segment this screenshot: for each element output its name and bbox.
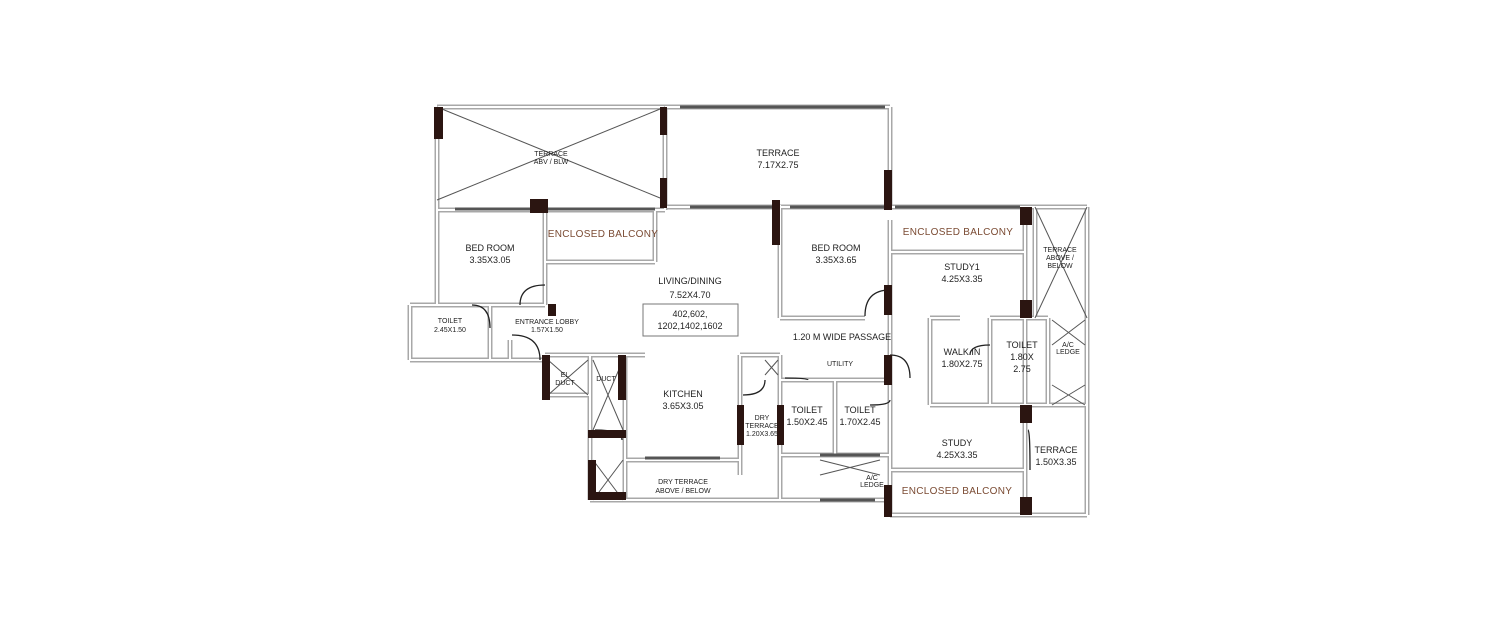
column	[434, 107, 443, 139]
column	[1020, 300, 1032, 318]
shaft-cross	[547, 359, 589, 396]
door-swing	[511, 334, 541, 361]
column	[884, 485, 892, 517]
column	[530, 199, 548, 213]
column	[1020, 207, 1032, 225]
column	[660, 107, 667, 135]
columns	[434, 107, 1032, 517]
column	[772, 200, 780, 245]
door-swing	[742, 379, 766, 396]
door-swing	[519, 284, 546, 306]
column	[548, 304, 556, 316]
column	[1020, 497, 1032, 515]
shaft-cross	[1051, 384, 1086, 406]
shaft-cross	[819, 459, 881, 476]
door-swing	[889, 354, 911, 379]
shaft-cross	[1051, 319, 1086, 346]
door-swing	[869, 399, 891, 406]
enclosed-balcony-1-label: ENCLOSED BALCONY	[548, 229, 658, 240]
utility-label: UTILITY	[827, 361, 853, 368]
door-swing	[784, 377, 809, 381]
door-swing	[471, 304, 491, 329]
door-swing	[1027, 429, 1031, 471]
unit-numbers: 402,602,1202,1402,1602	[657, 309, 722, 331]
walls	[407, 104, 1090, 518]
column	[588, 492, 626, 500]
shaft-cross	[1034, 206, 1088, 319]
column	[884, 285, 892, 315]
column	[588, 430, 626, 438]
shaft-cross	[436, 106, 666, 201]
column	[1020, 405, 1032, 423]
enclosed-balcony-3-label: ENCLOSED BALCONY	[902, 486, 1012, 497]
shaft-cross	[764, 359, 779, 376]
doors	[471, 284, 1031, 471]
column	[777, 405, 784, 445]
unit-number-box	[642, 303, 739, 337]
passage-label: 1.20 M WIDE PASSAGE	[793, 332, 891, 342]
door-swing	[969, 344, 991, 356]
column	[884, 355, 892, 385]
duct-label: DUCT	[596, 376, 616, 383]
column	[588, 460, 596, 500]
column	[737, 405, 744, 445]
column	[884, 170, 892, 210]
column	[618, 355, 626, 400]
column	[542, 355, 550, 400]
column	[660, 178, 667, 208]
enclosed-balcony-2-label: ENCLOSED BALCONY	[903, 227, 1013, 238]
